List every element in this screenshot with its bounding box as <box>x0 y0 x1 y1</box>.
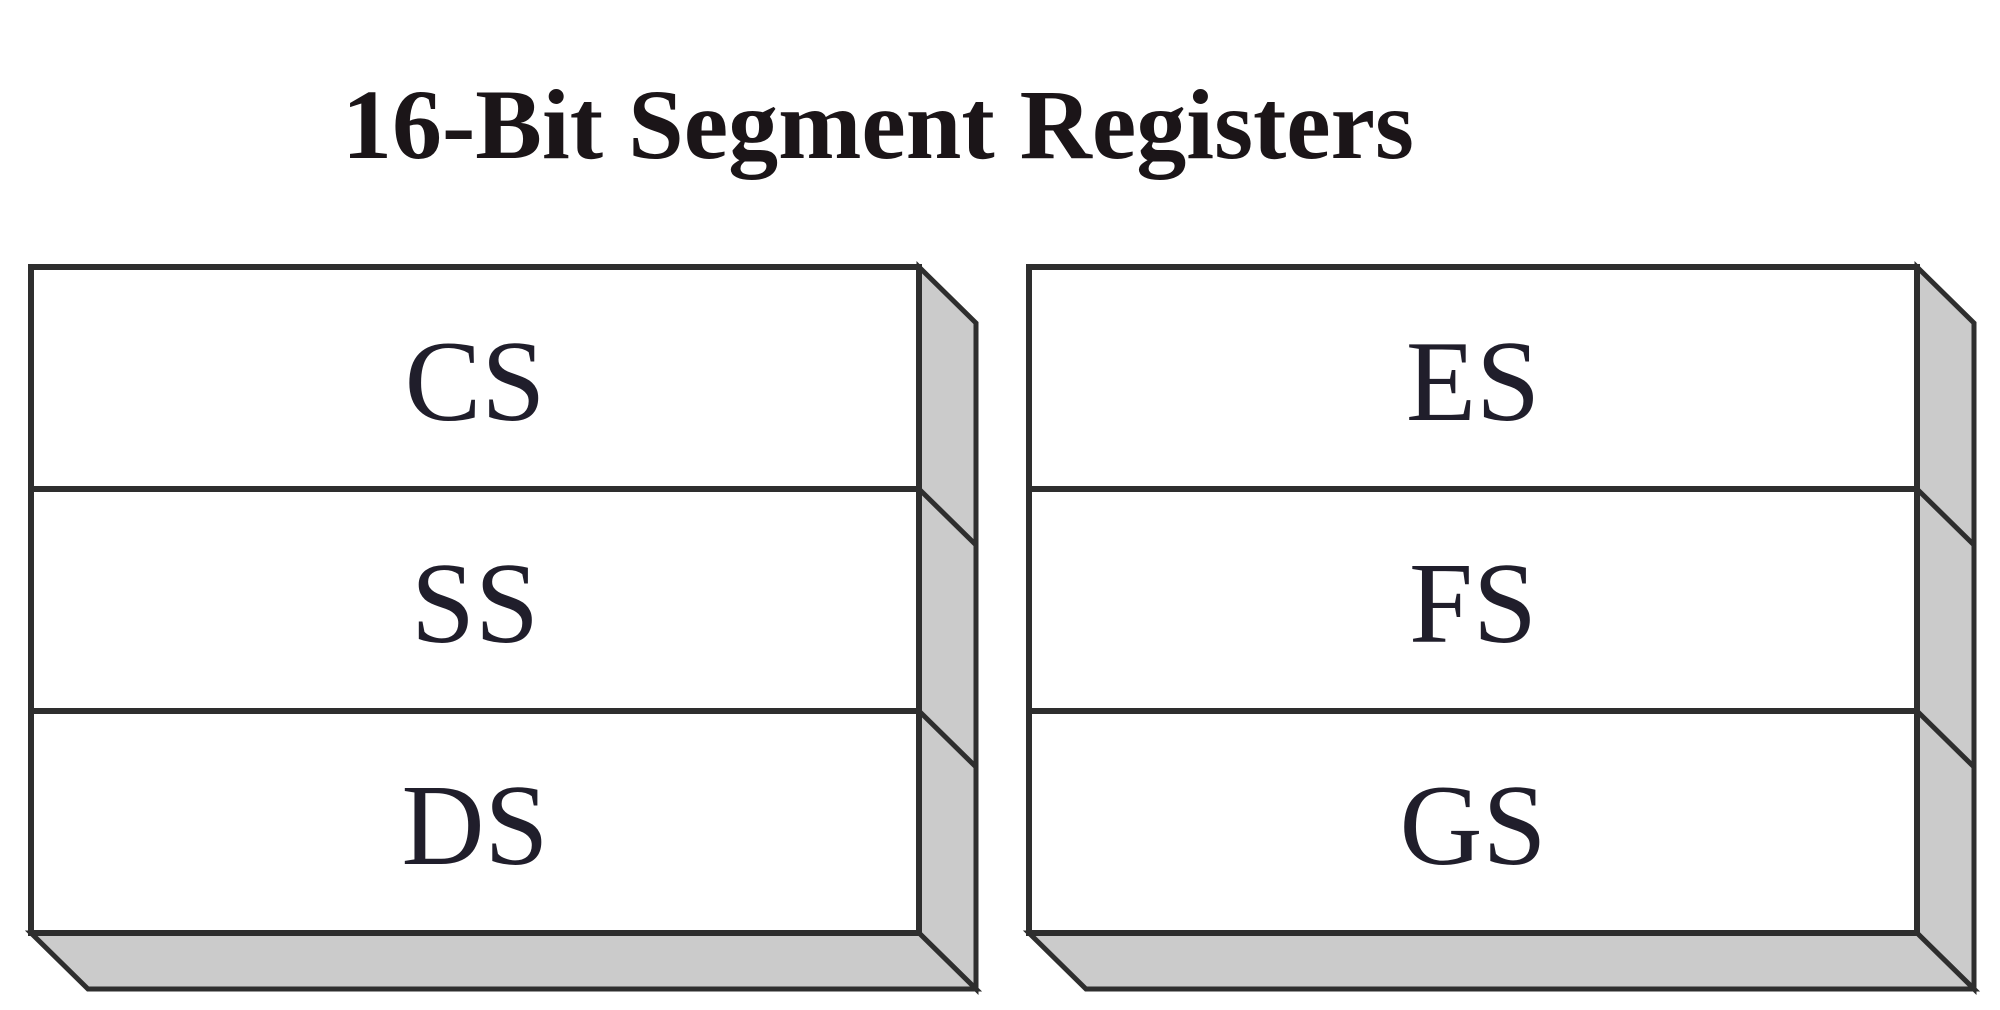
right-register-box: ES FS GS <box>1022 261 1981 995</box>
left-box-side-face <box>916 261 979 995</box>
register-label-cs: CS <box>405 318 546 445</box>
register-label-ds: DS <box>401 762 548 889</box>
right-box-side-divider-1 <box>1915 487 1976 547</box>
register-label-fs: FS <box>1409 540 1537 667</box>
right-box-side-face <box>1914 261 1977 995</box>
left-box-side-divider-2 <box>917 709 978 769</box>
register-label-es: ES <box>1406 318 1540 445</box>
left-box-side-divider-1 <box>917 487 978 547</box>
left-register-box: CS SS DS <box>24 261 983 995</box>
left-box-front-face <box>28 264 922 936</box>
right-box-bottom-face <box>1022 930 1981 992</box>
register-label-gs: GS <box>1399 762 1546 889</box>
diagram-title: 16-Bit Segment Registers <box>342 69 1414 180</box>
register-label-ss: SS <box>411 540 539 667</box>
right-box-front-face <box>1026 264 1920 936</box>
right-box-side-divider-2 <box>1915 709 1976 769</box>
left-box-bottom-face <box>24 930 983 992</box>
